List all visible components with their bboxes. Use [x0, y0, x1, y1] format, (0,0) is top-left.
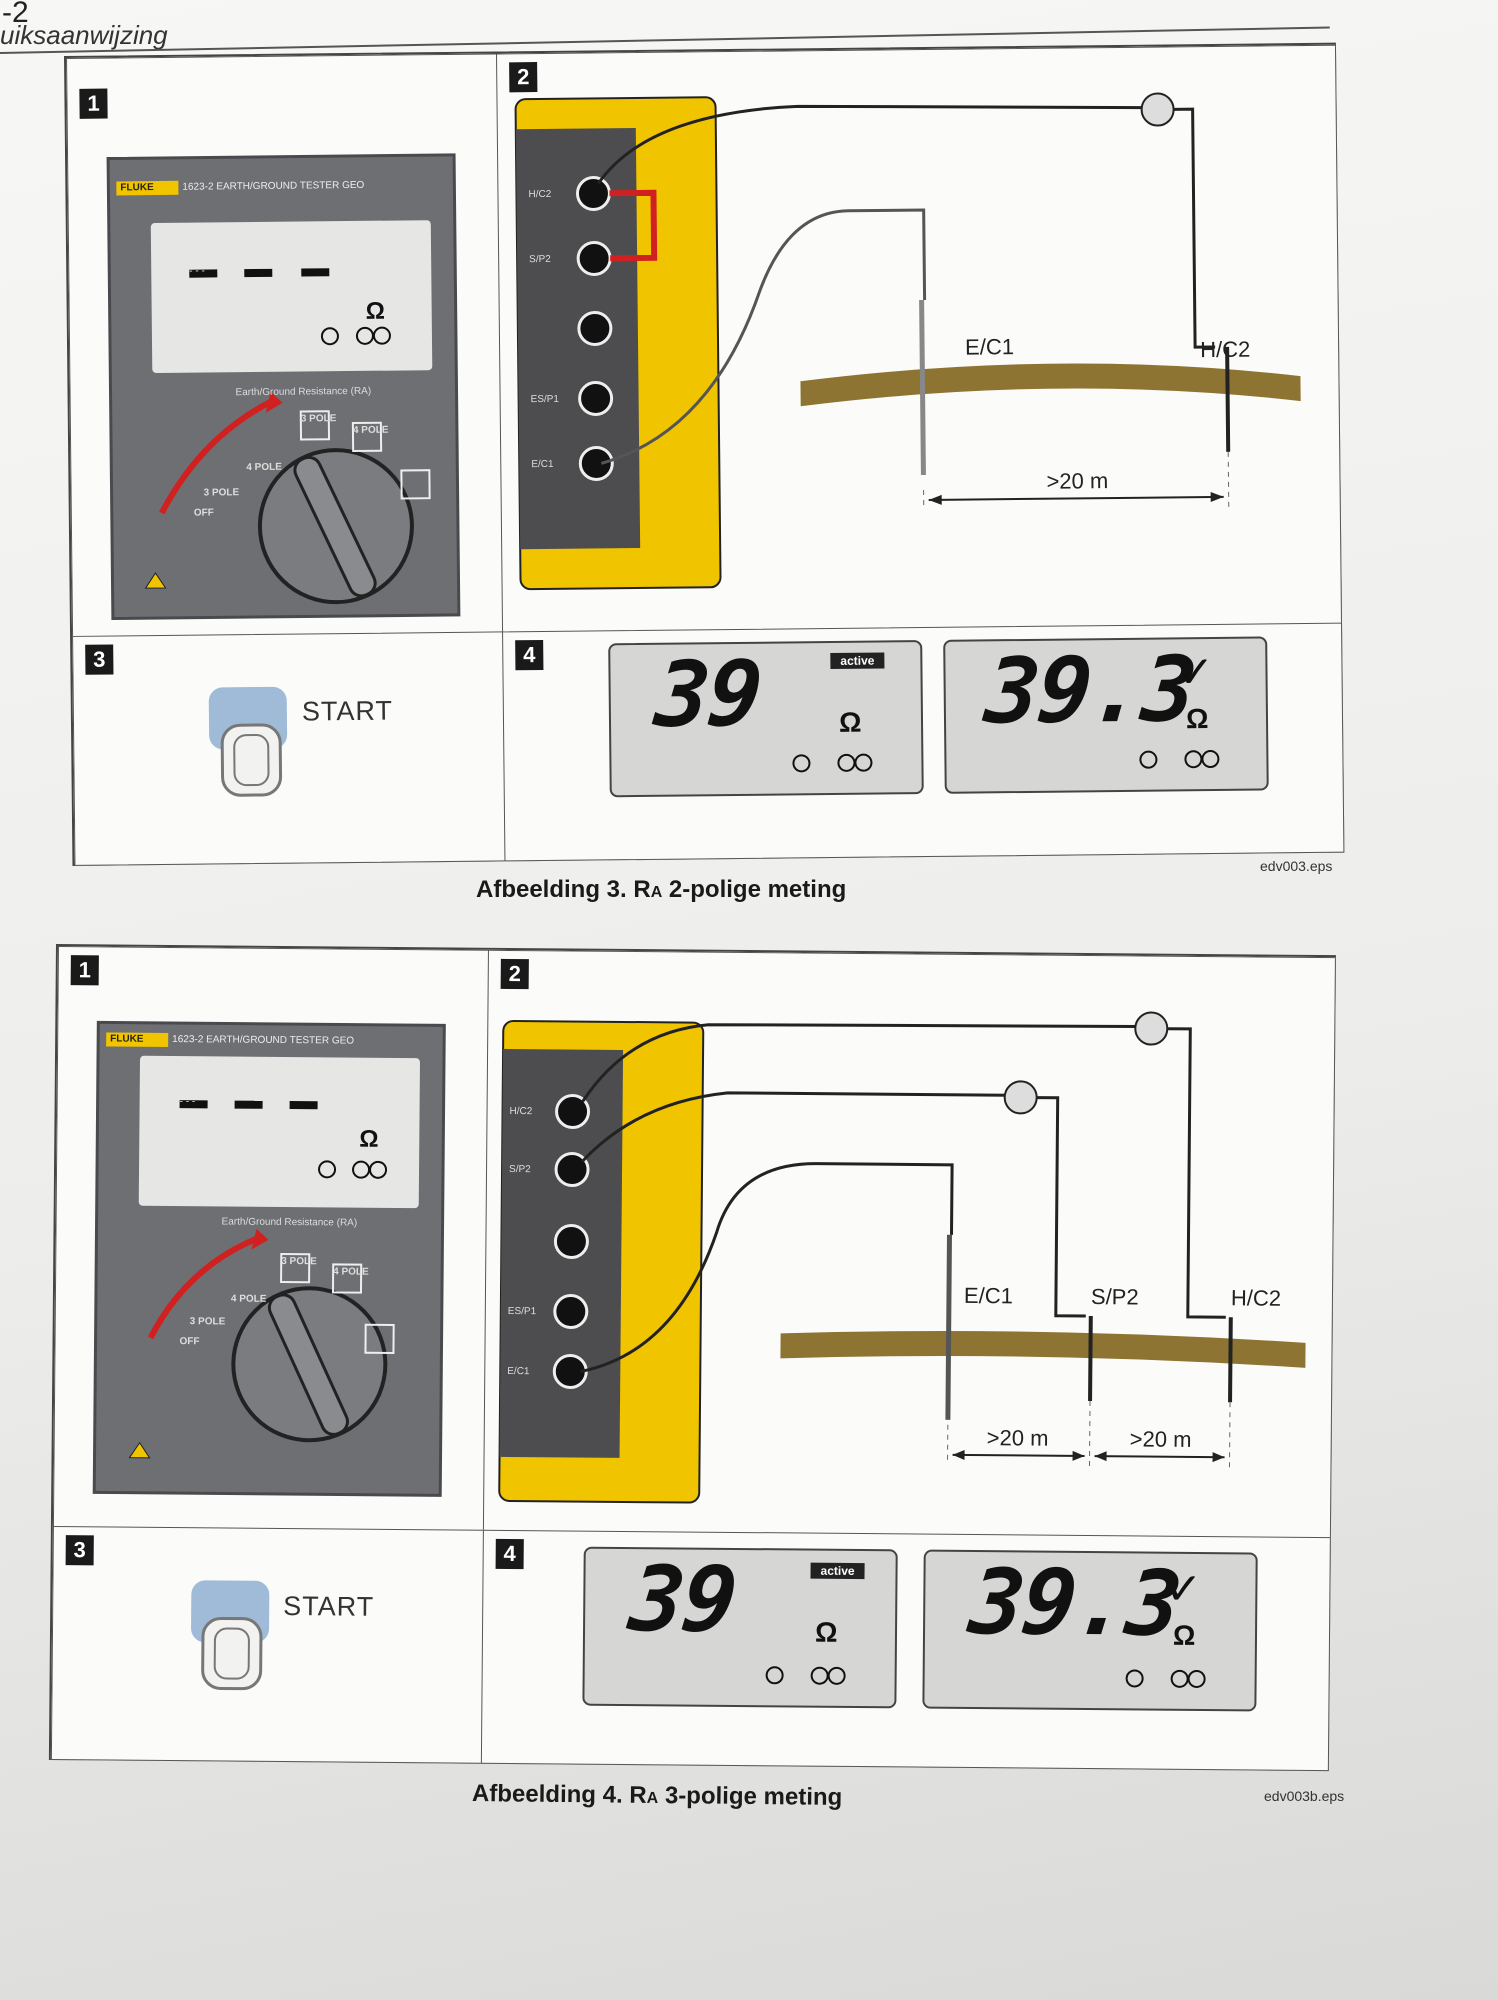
jack-label-hc2: H/C2: [509, 1105, 533, 1118]
electrode-label-hc2: H/C2: [1200, 336, 1251, 363]
lcd-result: 39.3 ✓ Ω: [922, 1549, 1258, 1712]
dial-sel-4pole: 4 POLE: [333, 1266, 369, 1278]
jack-label-hc2: H/C2: [528, 188, 552, 201]
figure-4: 1 FLUKE 1623-2 EARTH/GROUND TESTER GEO -…: [48, 944, 1336, 1772]
lcd-measuring: 39 active Ω: [582, 1546, 898, 1709]
device-brand: FLUKE: [110, 1033, 144, 1045]
dial-title: Earth/Ground Resistance (RA): [221, 1216, 358, 1229]
caption-suffix: 2-polige meting: [662, 876, 847, 903]
electrode-label-ec1: E/C1: [964, 334, 1015, 360]
lcd-ohm: Ω: [1172, 1619, 1196, 1651]
panel-3-start: 3 START: [72, 631, 507, 866]
lcd-value: 39: [650, 641, 766, 748]
dial-sel-4pole: 4 POLE: [352, 424, 389, 436]
lcd-measuring: 39 active Ω: [608, 640, 924, 798]
panel-2-wiring: 2: [482, 949, 1336, 1540]
figure-3: 1 FLUKE 1623-2 EARTH/GROUND TESTER GEO -…: [64, 42, 1345, 866]
caption-subscript: A: [650, 884, 663, 901]
dial-3pole: 3 POLE: [189, 1316, 226, 1328]
lcd-value: 39.3: [964, 1550, 1186, 1657]
electrode-label-hc2: H/C2: [1230, 1285, 1282, 1311]
dial-off: OFF: [193, 507, 214, 519]
dial-sel-3pole: 3 POLE: [300, 413, 337, 425]
device-display: - - -: [179, 1096, 196, 1108]
figure-caption: Afbeelding 3. RA 2-polige meting: [476, 876, 846, 904]
distance-label-1: >20 m: [986, 1425, 1049, 1451]
jack-label-esp1: ES/P1: [507, 1305, 537, 1318]
caption-prefix: Afbeelding 3. R: [476, 876, 651, 903]
caption-subscript: A: [646, 1789, 659, 1808]
panel-4-readout: 4 39 active Ω 39.3 ✓ Ω: [502, 622, 1345, 862]
electrode-label-ec1: E/C1: [963, 1282, 1013, 1309]
device-display: - - -: [189, 265, 205, 277]
dial-3pole: 3 POLE: [203, 487, 240, 499]
lcd-ohm: Ω: [814, 1616, 838, 1648]
lcd-ohm: Ω: [1185, 703, 1209, 735]
panel-4-readout: 4 39 active Ω 39.3 ✓ Ω: [480, 1529, 1331, 1772]
start-button-illustration: [191, 1580, 270, 1691]
start-label: START: [283, 1591, 375, 1622]
probe-icons: [1139, 750, 1220, 769]
panel-3-start: 3 START: [50, 1525, 485, 1764]
distance-label: >20 m: [1046, 468, 1109, 494]
start-label: START: [301, 695, 394, 727]
figure-caption: Afbeelding 4. RA 3-polige meting: [472, 1780, 843, 1812]
device-model: 1623-2 EARTH/GROUND TESTER GEO: [172, 1034, 355, 1047]
eps-ref: edv003b.eps: [1264, 1788, 1345, 1804]
lcd-value: 39.3: [980, 637, 1200, 745]
eps-ref: edv003.eps: [1260, 858, 1333, 874]
page-number: -2: [2, 0, 29, 29]
active-badge: active: [810, 1562, 865, 1580]
wiring-diagram: [514, 92, 1301, 591]
dial-off: OFF: [179, 1336, 200, 1348]
tester-device: [106, 153, 461, 621]
check-icon: ✓: [1165, 1564, 1203, 1615]
lcd-result: 39.3 ✓ Ω: [943, 636, 1269, 794]
lcd-ohm: Ω: [838, 706, 862, 738]
start-button-illustration: [208, 686, 288, 797]
electrode-label-sp2: S/P2: [1090, 1284, 1139, 1310]
device-brand: FLUKE: [120, 182, 154, 194]
distance-label-2: >20 m: [1129, 1426, 1192, 1452]
caption-suffix: 3-polige meting: [658, 1782, 843, 1811]
step-number: 4: [495, 1538, 524, 1570]
panel-1-device: 1 FLUKE 1623-2 EARTH/GROUND TESTER GEO -…: [66, 53, 505, 638]
device-model: 1623-2 EARTH/GROUND TESTER GEO: [182, 179, 365, 193]
probe-icons: [1125, 1669, 1206, 1688]
probe-icons: [792, 753, 873, 773]
jack-label-sp2: S/P2: [529, 253, 551, 266]
device-ohm: Ω: [365, 297, 386, 325]
dial-sel-3pole: 3 POLE: [281, 1255, 317, 1268]
panel-2-wiring: 2: [495, 44, 1343, 634]
jack-label-ec1: E/C1: [507, 1365, 530, 1378]
jack-label-esp1: ES/P1: [530, 393, 560, 406]
running-title: uiksaanwijzing: [0, 20, 168, 50]
step-number: 4: [515, 640, 544, 671]
dial-4pole: 4 POLE: [246, 461, 282, 474]
dial-title: Earth/Ground Resistance (RA): [235, 385, 372, 399]
dial-4pole: 4 POLE: [230, 1293, 267, 1305]
tester-device: [92, 1020, 446, 1497]
jack-label-ec1: E/C1: [531, 458, 554, 471]
panel-1-device: 1 FLUKE 1623-2 EARTH/GROUND TESTER GEO -…: [52, 946, 490, 1532]
caption-prefix: Afbeelding 4. R: [471, 1780, 647, 1809]
probe-icons: [765, 1666, 846, 1685]
check-icon: ✓: [1177, 647, 1215, 698]
device-ohm: Ω: [359, 1125, 379, 1153]
jack-label-sp2: S/P2: [509, 1163, 531, 1176]
active-badge: active: [830, 652, 885, 670]
lcd-value: 39: [624, 1547, 741, 1653]
wiring-diagram: [498, 1011, 1306, 1504]
